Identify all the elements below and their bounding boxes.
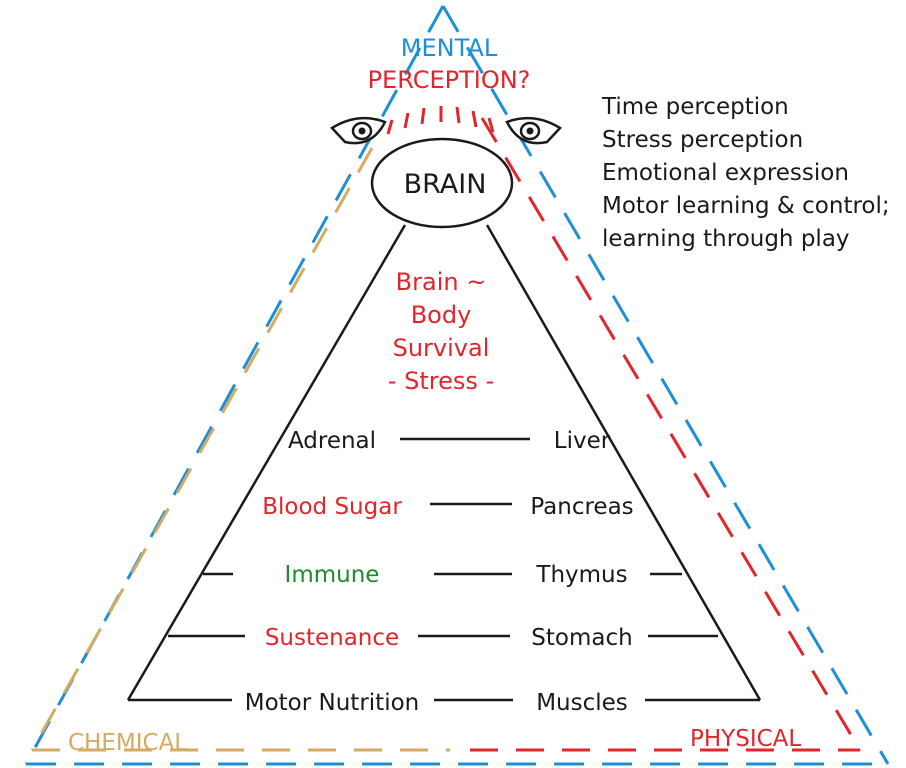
- list-item: Motor learning & control;: [602, 193, 890, 219]
- left-eye-icon: [330, 116, 387, 145]
- list-item: Emotional expression: [602, 160, 849, 186]
- physical-label: PHYSICAL: [690, 726, 801, 752]
- brain-oval: [370, 137, 514, 229]
- brain-label: BRAIN: [404, 169, 487, 200]
- row-left-immune: Immune: [285, 562, 380, 588]
- mental-label: MENTAL: [401, 34, 498, 62]
- perception-label: PERCEPTION?: [368, 66, 531, 94]
- center-stress-text: Brain ~ Body Survival - Stress -: [388, 268, 494, 395]
- organ-rows: Adrenal Liver Blood Sugar Pancreas Immun…: [245, 428, 634, 716]
- perception-list: Time perception Stress perception Emotio…: [601, 94, 890, 252]
- chemical-label: CHEMICAL: [68, 730, 187, 756]
- row-right-stomach: Stomach: [531, 625, 632, 651]
- center-line: Body: [411, 301, 472, 329]
- center-line: Brain ~: [396, 268, 487, 296]
- list-item: Stress perception: [602, 127, 803, 153]
- perception-rays: [386, 106, 495, 135]
- list-item: learning through play: [602, 226, 850, 252]
- row-connectors: [128, 437, 760, 702]
- row-left-adrenal: Adrenal: [288, 428, 376, 454]
- right-eye-icon: [505, 116, 562, 145]
- row-right-muscles: Muscles: [536, 690, 628, 716]
- row-left-motor-nutrition: Motor Nutrition: [245, 690, 419, 716]
- list-item: Time perception: [601, 94, 789, 120]
- row-right-thymus: Thymus: [535, 562, 627, 588]
- row-right-pancreas: Pancreas: [530, 494, 633, 520]
- chemical-dashed-line: [30, 147, 450, 752]
- body-triangle: [126, 224, 762, 701]
- row-left-blood-sugar: Blood Sugar: [262, 494, 402, 520]
- center-line: - Stress -: [388, 367, 494, 395]
- row-right-liver: Liver: [554, 428, 611, 454]
- center-line: Survival: [393, 334, 490, 362]
- row-left-sustenance: Sustenance: [265, 625, 399, 651]
- physical-dashed-line: [470, 117, 862, 752]
